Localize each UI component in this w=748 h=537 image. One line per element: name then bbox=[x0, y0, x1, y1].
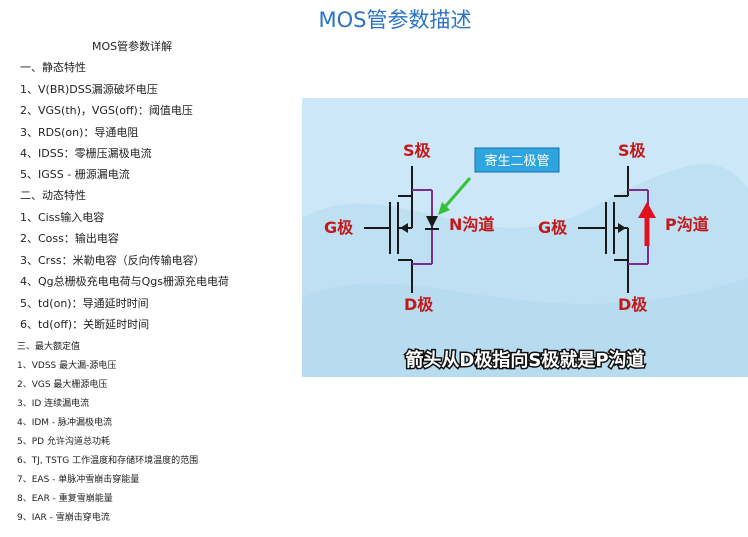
n-gate-label: G极 bbox=[324, 218, 354, 237]
list-item: 一、静态特性 bbox=[20, 61, 86, 74]
list-item: 4、Qg总栅极充电电荷与Qgs栅源充电电荷 bbox=[20, 275, 230, 288]
list-item: 3、RDS(on)：导通电阻 bbox=[20, 126, 139, 139]
n-source-label: S极 bbox=[403, 141, 432, 160]
list-item-small: 三、最大额定值 bbox=[17, 342, 81, 352]
diode-pointer bbox=[442, 177, 472, 209]
p-source-label: S极 bbox=[618, 141, 647, 160]
background-wave bbox=[302, 278, 748, 377]
diode-pointer-head bbox=[438, 202, 450, 215]
list-item-small: 6、TJ, TSTG 工作温度和存储环境温度的范围 bbox=[17, 456, 199, 466]
p-channel-label: P沟道 bbox=[665, 215, 709, 234]
list-item-small: 4、IDM - 脉冲漏极电流 bbox=[17, 418, 113, 428]
list-item-small: 9、IAR - 雪崩击穿电流 bbox=[17, 513, 110, 523]
list-item-small: 1、VDSS 最大漏-源电压 bbox=[17, 361, 117, 371]
n-drain-label: D极 bbox=[404, 295, 434, 314]
list-item: 2、Coss：输出电容 bbox=[20, 232, 119, 245]
list-item-small: 2、VGS 最大栅源电压 bbox=[17, 380, 108, 390]
parasitic-diode-icon bbox=[426, 216, 438, 228]
list-item: 3、Crss：米勒电容（反向传输电容） bbox=[20, 254, 205, 267]
n-mosfet-symbol bbox=[364, 166, 413, 293]
p-channel-arrow bbox=[618, 223, 626, 233]
p-gate-label: G极 bbox=[538, 218, 568, 237]
diode-label-box bbox=[474, 147, 560, 173]
p-drain-label: D极 bbox=[618, 295, 648, 314]
list-item-small: 8、EAR - 重复雪崩能量 bbox=[17, 494, 113, 504]
list-item: 5、IGSS - 栅源漏电流 bbox=[20, 168, 130, 181]
list-item: 1、V(BR)DSS漏源破坏电压 bbox=[20, 83, 158, 96]
figure-caption: 箭头从D极指向S极就是P沟道 bbox=[405, 349, 644, 371]
diode-label: 寄生二极管 bbox=[484, 153, 549, 169]
list-item: 6、td(off)：关断延时时间 bbox=[20, 318, 150, 331]
list-item-small: 5、PD 允许沟道总功耗 bbox=[17, 437, 110, 447]
list-item-small: 7、EAS - 单脉冲雪崩击穿能量 bbox=[17, 475, 140, 485]
mosfet-diagram: S极 G极 D极 N沟道 寄生二极管 S极 G极 bbox=[302, 98, 748, 377]
n-channel-label: N沟道 bbox=[449, 215, 494, 234]
list-title: MOS管参数详解 bbox=[92, 40, 173, 53]
mosfet-diagram-svg: S极 G极 D极 N沟道 寄生二极管 S极 G极 bbox=[302, 98, 748, 377]
p-direction-arrow-head bbox=[638, 202, 656, 218]
n-channel-arrow bbox=[400, 223, 408, 233]
page-title: MOS管参数描述 bbox=[318, 8, 472, 32]
list-item: 4、IDSS：零栅压漏极电流 bbox=[20, 147, 152, 160]
list-item: 1、Ciss输入电容 bbox=[20, 211, 105, 224]
list-item: 二、动态特性 bbox=[20, 189, 86, 202]
list-item-small: 3、ID 连续漏电流 bbox=[17, 399, 90, 409]
list-item: 2、VGS(th)，VGS(off)：阈值电压 bbox=[20, 104, 193, 117]
list-item: 5、td(on)：导通延时时间 bbox=[20, 297, 149, 310]
